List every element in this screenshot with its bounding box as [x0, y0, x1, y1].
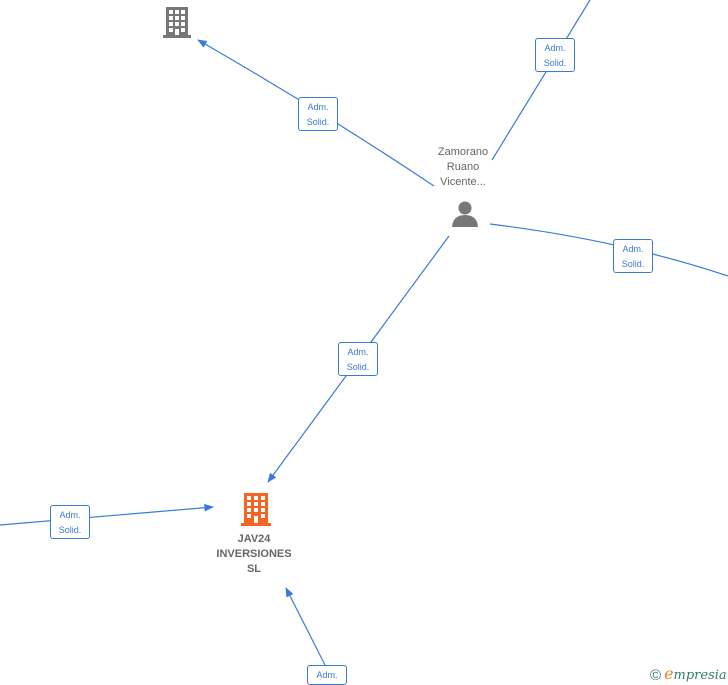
company-name-line: SL	[246, 563, 262, 575]
edge-label[interactable]: Adm. Solid.	[338, 342, 378, 376]
copyright-symbol: ©	[650, 667, 662, 684]
edge-line-offscreen-bottom-to-main-company	[285, 587, 326, 666]
brand-initial: e	[664, 664, 674, 683]
edge-label[interactable]: Adm. Solid.	[613, 239, 653, 273]
edge-label-line: Solid.	[306, 117, 330, 127]
edge-label-line: Adm.	[316, 670, 338, 680]
edge-label[interactable]: Adm. Solid.	[298, 97, 338, 131]
company-node-label[interactable]: JAV24 INVERSIONES SL	[194, 532, 314, 577]
building-icon[interactable]	[241, 493, 271, 526]
person-name-line: Ruano	[446, 161, 480, 173]
edge-label-line: Adm.	[307, 102, 329, 112]
company-name-line: INVERSIONES	[216, 548, 292, 560]
person-node-label[interactable]: Zamorano Ruano Vicente...	[408, 145, 518, 190]
edge-label-line: Adm.	[347, 347, 369, 357]
edge-label-line: Adm.	[59, 510, 81, 520]
edge-label-line: Solid.	[621, 259, 645, 269]
person-name-line: Vicente...	[440, 176, 486, 188]
edge-label-line: Solid.	[58, 525, 82, 535]
building-icon[interactable]	[163, 7, 191, 38]
person-icon[interactable]	[452, 201, 478, 228]
company-name-line: JAV24	[237, 533, 271, 545]
brand-name: mpresia	[673, 668, 727, 683]
edge-label-line: Adm.	[622, 244, 644, 254]
edge-line-offscreen-left-to-main-company	[0, 503, 214, 526]
person-name-line: Zamorano	[437, 146, 489, 158]
edge-line-person-to-offscreen-right	[489, 223, 728, 277]
edge-line-offscreen-top-to-person	[491, 0, 591, 161]
edge-label-line: Solid.	[346, 362, 370, 372]
brand-logo: ©empresia	[650, 664, 727, 684]
edge-label[interactable]: Adm. Solid.	[50, 505, 90, 539]
edge-label[interactable]: Adm.	[307, 665, 347, 685]
edge-label-line: Adm.	[544, 43, 566, 53]
edge-label[interactable]: Adm. Solid.	[535, 38, 575, 72]
edge-label-line: Solid.	[543, 58, 567, 68]
